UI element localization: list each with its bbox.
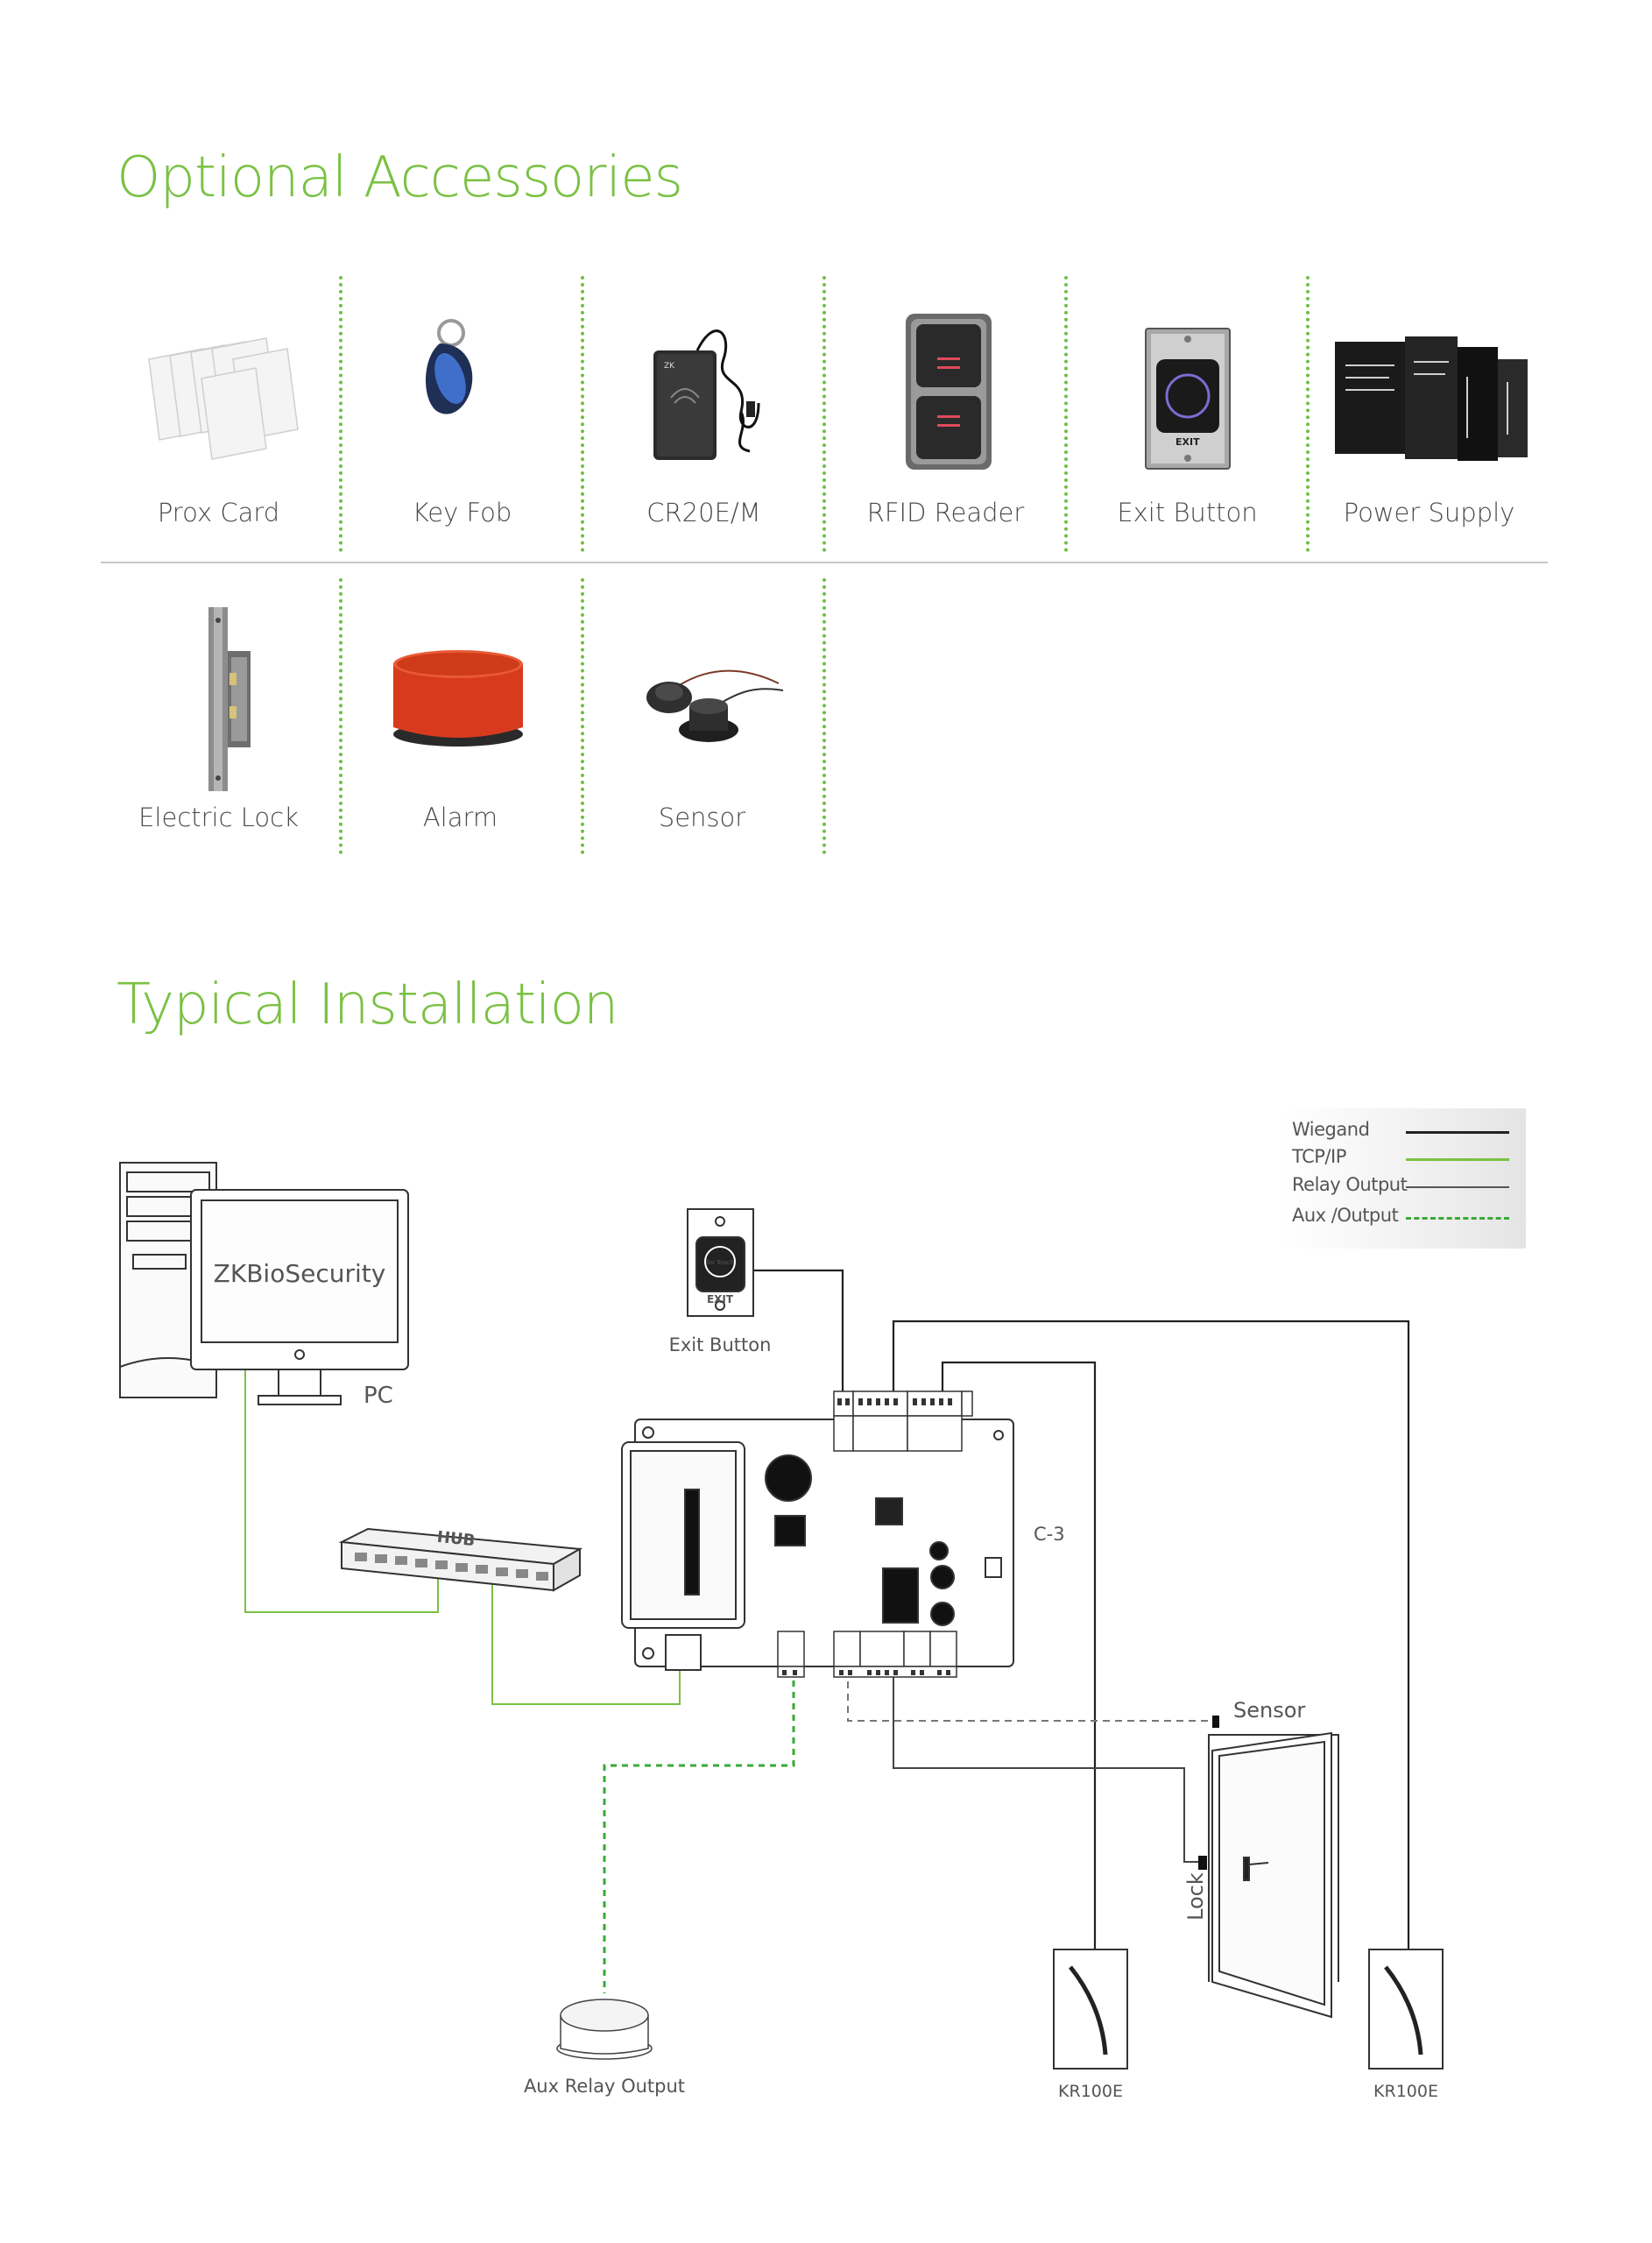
lock-label: Lock xyxy=(1183,1872,1208,1921)
alarm-icon xyxy=(340,603,581,796)
accessory-label: Key Fob xyxy=(412,498,512,527)
legend-label: TCP/IP xyxy=(1292,1146,1346,1167)
pc-label: PC xyxy=(364,1383,393,1409)
software-name: ZKBioSecurity xyxy=(214,1259,386,1288)
legend-item-relay-output: Relay Output xyxy=(1292,1174,1524,1200)
exit-button-text: EXIT xyxy=(707,1293,734,1305)
sensor-wire xyxy=(847,1669,1212,1722)
hub-ports xyxy=(355,1553,548,1581)
column-separator xyxy=(1306,276,1310,552)
lock-device xyxy=(1198,1856,1207,1870)
sensor-label: Sensor xyxy=(1233,1698,1305,1723)
wiegand-wire xyxy=(753,1269,1410,1949)
exit-button-touch-text: No Touch xyxy=(706,1259,734,1266)
rfid-reader-icon xyxy=(825,298,1066,491)
exit-button-icon: EXIT xyxy=(1067,298,1308,491)
legend-item-wiegand: Wiegand xyxy=(1292,1119,1524,1145)
key-fob-icon xyxy=(342,298,582,491)
prox-card-icon xyxy=(98,298,339,491)
accessory-label: Alarm xyxy=(422,803,498,832)
card-enroller-icon: ZK xyxy=(583,298,824,491)
reader-right-label: KR100E xyxy=(1373,2082,1438,2101)
exit-button-device xyxy=(687,1208,754,1317)
legend-line-dashed xyxy=(1406,1217,1509,1220)
legend-line-solid xyxy=(1406,1131,1509,1134)
controller-label: C-3 xyxy=(1034,1524,1065,1545)
accessory-label: Power Supply xyxy=(1343,498,1515,527)
accessory-label: Electric Lock xyxy=(138,803,299,832)
svg-text:EXIT: EXIT xyxy=(1175,436,1200,448)
accessory-label: CR20E/M xyxy=(646,498,761,527)
accessory-label: Prox Card xyxy=(157,498,280,527)
sensor-device xyxy=(1212,1716,1219,1728)
access-controller-board xyxy=(621,1419,1014,1671)
column-separator xyxy=(339,276,342,552)
electric-lock-icon xyxy=(98,603,339,796)
column-separator xyxy=(581,276,584,552)
door xyxy=(1208,1731,1339,2019)
installation-diagram: ZKBioSecurity PC HUB No Touch EXIT Exit … xyxy=(0,1078,1652,2208)
legend-line-solid xyxy=(1406,1186,1509,1188)
aux-output-wire xyxy=(603,1669,795,1993)
door-sensor-icon xyxy=(582,603,822,796)
column-separator xyxy=(822,276,826,552)
legend-label: Wiegand xyxy=(1292,1119,1370,1140)
pc-monitor xyxy=(190,1189,409,1405)
legend-label: Relay Output xyxy=(1292,1174,1408,1195)
column-separator xyxy=(1064,276,1068,552)
legend-item-aux-output: Aux /Output xyxy=(1292,1205,1524,1231)
legend-line-solid xyxy=(1406,1158,1509,1161)
accessory-label: Exit Button xyxy=(1117,498,1258,527)
card-reader-left xyxy=(1053,1949,1128,2070)
legend-label: Aux /Output xyxy=(1292,1205,1399,1226)
column-separator xyxy=(822,578,826,854)
terminal-blocks xyxy=(777,1390,973,1678)
power-supply-icon xyxy=(1309,298,1550,491)
installation-title: Typical Installation xyxy=(116,973,618,1037)
column-separator xyxy=(339,578,342,854)
legend-item-tcpip: TCP/IP xyxy=(1292,1146,1524,1172)
row-divider xyxy=(101,562,1548,563)
accessory-label: Sensor xyxy=(658,803,746,832)
exit-button-label: Exit Button xyxy=(669,1334,772,1355)
svg-text:ZK: ZK xyxy=(664,362,675,371)
relay-output-wire xyxy=(893,1669,1198,1863)
reader-left-label: KR100E xyxy=(1058,2082,1123,2101)
card-reader-right xyxy=(1368,1949,1444,2070)
column-separator xyxy=(581,578,584,854)
aux-relay-label: Aux Relay Output xyxy=(524,2076,685,2097)
accessories-title: Optional Accessories xyxy=(116,145,683,210)
hub-label: HUB xyxy=(436,1528,476,1550)
accessory-label: RFID Reader xyxy=(866,498,1025,527)
wiring-legend: Wiegand TCP/IP Relay Output Aux /Output xyxy=(1283,1108,1526,1249)
aux-siren-device xyxy=(556,1999,653,2060)
terminal-pins xyxy=(782,1398,952,1675)
